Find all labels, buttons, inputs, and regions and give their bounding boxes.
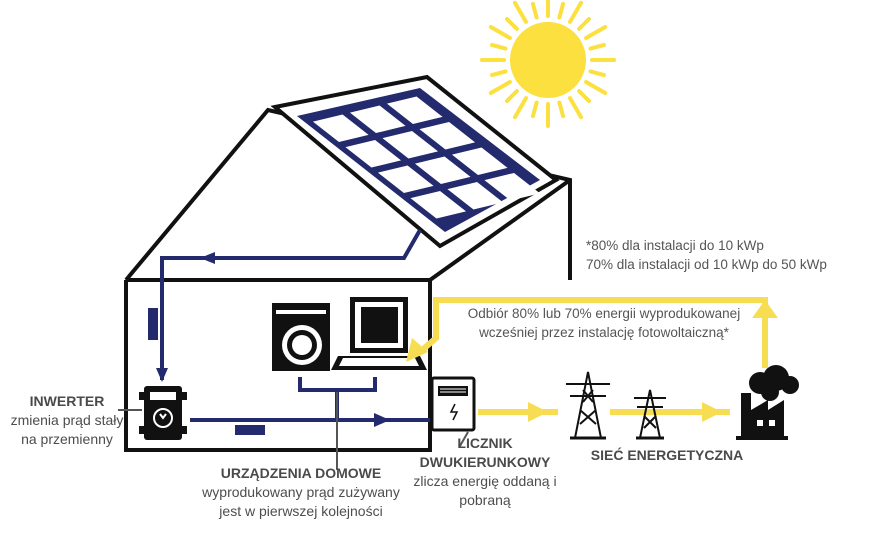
return-loop <box>406 297 778 368</box>
grid-export-line <box>478 402 730 422</box>
laptop-icon <box>331 297 427 370</box>
appliances-label: URZĄDZENIA DOMOWE wyprodukowany prąd zuż… <box>186 464 416 521</box>
return-flow-note: Odbiór 80% lub 70% energii wyprodukowane… <box>446 304 762 342</box>
meter-desc-1: zlicza energię oddaną i <box>413 473 557 489</box>
solar-panel-icon <box>270 74 560 249</box>
solar-cell <box>447 181 504 210</box>
footnote: *80% dla instalacji do 10 kWp 70% dla in… <box>586 236 827 274</box>
inverter-desc-1: zmienia prąd stały <box>10 412 124 428</box>
solar-cell <box>386 96 443 125</box>
inverter-desc-2: na przemienny <box>21 431 113 447</box>
meter-desc-2: pobraną <box>459 492 511 508</box>
footnote-line-2: 70% dla instalacji od 10 kWp do 50 kWp <box>586 257 827 272</box>
power-pylon-icon <box>566 371 610 440</box>
meter-title-1: LICZNIK <box>457 435 513 451</box>
inverter-title: INWERTER <box>29 393 105 409</box>
return-flow-line-1: Odbiór 80% lub 70% energii wyprodukowane… <box>467 306 741 321</box>
meter-title-2: DWUKIERUNKOWY <box>419 454 551 470</box>
solar-cell <box>349 105 406 134</box>
solar-cell <box>410 190 467 219</box>
solar-cell <box>345 139 402 168</box>
grid-label: SIEĆ ENERGETYCZNA <box>590 447 744 463</box>
power-plant-icon <box>736 365 799 440</box>
solar-cell <box>382 130 439 159</box>
solar-cell <box>312 114 369 143</box>
solar-cell <box>414 156 471 185</box>
footnote-line-1: *80% dla instalacji do 10 kWp <box>586 238 764 253</box>
meter-label: LICZNIK DWUKIERUNKOWY zlicza energię odd… <box>410 434 560 510</box>
meter-leader <box>459 431 469 447</box>
ac-line <box>190 413 430 435</box>
washing-machine-icon <box>272 303 330 371</box>
solar-cell <box>451 147 508 176</box>
appliances-desc-2: jest w pierwszej kolejności <box>219 503 383 519</box>
solar-cell <box>419 121 476 150</box>
appliances-desc-1: wyprodukowany prąd zużywany <box>202 484 400 500</box>
dc-line <box>148 229 422 382</box>
return-flow-line-2: wcześniej przez instalację fotowoltaiczn… <box>479 325 729 340</box>
solar-cell <box>377 165 434 194</box>
solar-cell <box>484 172 541 201</box>
appliances-title: URZĄDZENIA DOMOWE <box>220 465 382 481</box>
inverter-label: INWERTER zmienia prąd stały na przemienn… <box>2 392 132 449</box>
power-pylon-icon <box>634 389 666 440</box>
sun-icon <box>480 0 616 128</box>
meter-icon <box>430 376 476 432</box>
inverter-icon <box>139 386 187 440</box>
